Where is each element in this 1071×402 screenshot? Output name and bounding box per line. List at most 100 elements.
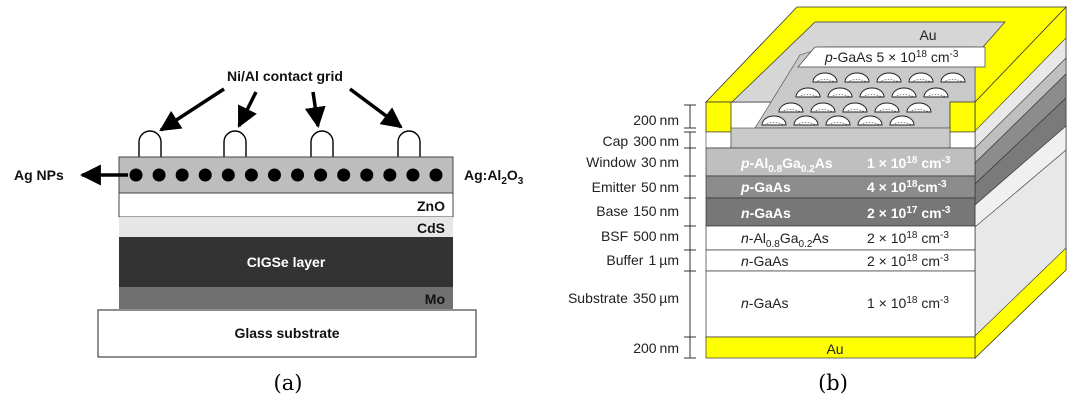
ag-al2o3-layer <box>118 156 454 194</box>
dome-inner <box>910 79 932 83</box>
zno-layer <box>118 192 454 218</box>
dome-inner <box>942 79 964 83</box>
dome <box>876 72 902 83</box>
caption-b: (b) <box>818 371 848 395</box>
dome <box>810 102 836 113</box>
cap-front-left <box>705 131 732 149</box>
thickness-ticks <box>684 104 696 359</box>
np-label: Ag NPs <box>14 167 64 183</box>
cigse-label: CIGSe layer <box>247 254 326 270</box>
dome <box>842 102 868 113</box>
silver-nanoparticle <box>267 168 281 182</box>
silver-nanoparticle <box>360 168 374 182</box>
silver-nanoparticle <box>314 168 328 182</box>
silver-nanoparticle <box>291 168 305 182</box>
dome-inner <box>795 122 817 126</box>
window-doping: 1 × 1018 cm-3 <box>867 155 951 171</box>
dome-inner <box>925 94 947 98</box>
dome <box>859 87 885 98</box>
window-layer <box>705 147 976 177</box>
dome-inner <box>893 94 915 98</box>
dome <box>874 102 900 113</box>
side-stripes <box>974 6 1067 359</box>
window-material: p-Al0.8Ga0.2As <box>740 155 833 175</box>
dome <box>825 115 851 126</box>
silver-nanoparticle <box>244 168 258 182</box>
silver-nanoparticle <box>198 168 212 182</box>
emitter-material: p-GaAs <box>740 179 791 195</box>
mo-layer <box>119 287 453 309</box>
dome-inner <box>861 94 883 98</box>
substrate-material: n-GaAs <box>741 295 788 311</box>
dome-inner <box>846 79 868 83</box>
base-doping: 2 × 1017 cm-3 <box>867 205 951 221</box>
dome <box>793 115 819 126</box>
base-material: n-GaAs <box>741 205 791 221</box>
zno-label: ZnO <box>417 198 445 214</box>
substrate-doping: 1 × 1018 cm-3 <box>867 295 949 311</box>
silver-nanoparticle <box>337 168 351 182</box>
buffer-doping: 2 × 1018 cm-3 <box>867 253 949 269</box>
dome <box>795 87 821 98</box>
panel-a: Ni/Al contact grid Ag NPs Ag:Al2O3 ZnO C… <box>14 68 524 395</box>
matrix-label: Ag:Al2O3 <box>464 167 524 187</box>
contact-bump <box>223 130 247 157</box>
dome <box>891 87 917 98</box>
contact-bump <box>397 130 421 157</box>
contact-arrows <box>159 87 403 132</box>
bottom-au-label: Au <box>826 341 843 357</box>
arrow <box>159 87 225 132</box>
dome-inner <box>844 109 866 113</box>
silver-nanoparticle <box>383 168 397 182</box>
substrate-layer <box>705 270 976 338</box>
emitter-doping: 4 × 1018cm-3 <box>867 179 947 195</box>
dome <box>923 87 949 98</box>
silver-nanoparticle <box>406 168 420 182</box>
top-au-label: Au <box>919 27 936 43</box>
contact-grid-label: Ni/Al contact grid <box>227 68 343 84</box>
base-layer <box>705 197 976 227</box>
dome-inner <box>812 109 834 113</box>
dome <box>761 115 787 126</box>
dome-inner <box>859 122 881 126</box>
dome <box>889 115 915 126</box>
bsf-doping: 2 × 1018 cm-3 <box>867 230 949 246</box>
glass-label: Glass substrate <box>234 325 339 341</box>
silver-nanoparticle <box>175 168 189 182</box>
caption-a: (a) <box>274 371 303 395</box>
dome <box>908 72 934 83</box>
cap-top-strip <box>797 46 986 68</box>
dome-inner <box>780 109 802 113</box>
mo-label: Mo <box>425 291 445 307</box>
dome <box>778 102 804 113</box>
contact-bump <box>310 130 334 157</box>
silver-nanoparticle <box>152 168 166 182</box>
contact-bump <box>138 130 162 157</box>
dome-inner <box>797 94 819 98</box>
buffer-material: n-GaAs <box>741 253 788 269</box>
cigse-layer <box>119 237 453 287</box>
arrow <box>304 91 326 129</box>
dome <box>812 72 838 83</box>
dome <box>844 72 870 83</box>
dome-inner <box>876 109 898 113</box>
dome <box>940 72 966 83</box>
bsf-layer <box>705 225 976 251</box>
dome <box>906 102 932 113</box>
dome <box>857 115 883 126</box>
front-au-left <box>705 101 732 133</box>
dome-inner <box>878 79 900 83</box>
bsf-material: n-Al0.8Ga0.2As <box>741 230 829 250</box>
front-layers <box>705 147 976 359</box>
silver-nanoparticle <box>429 168 443 182</box>
